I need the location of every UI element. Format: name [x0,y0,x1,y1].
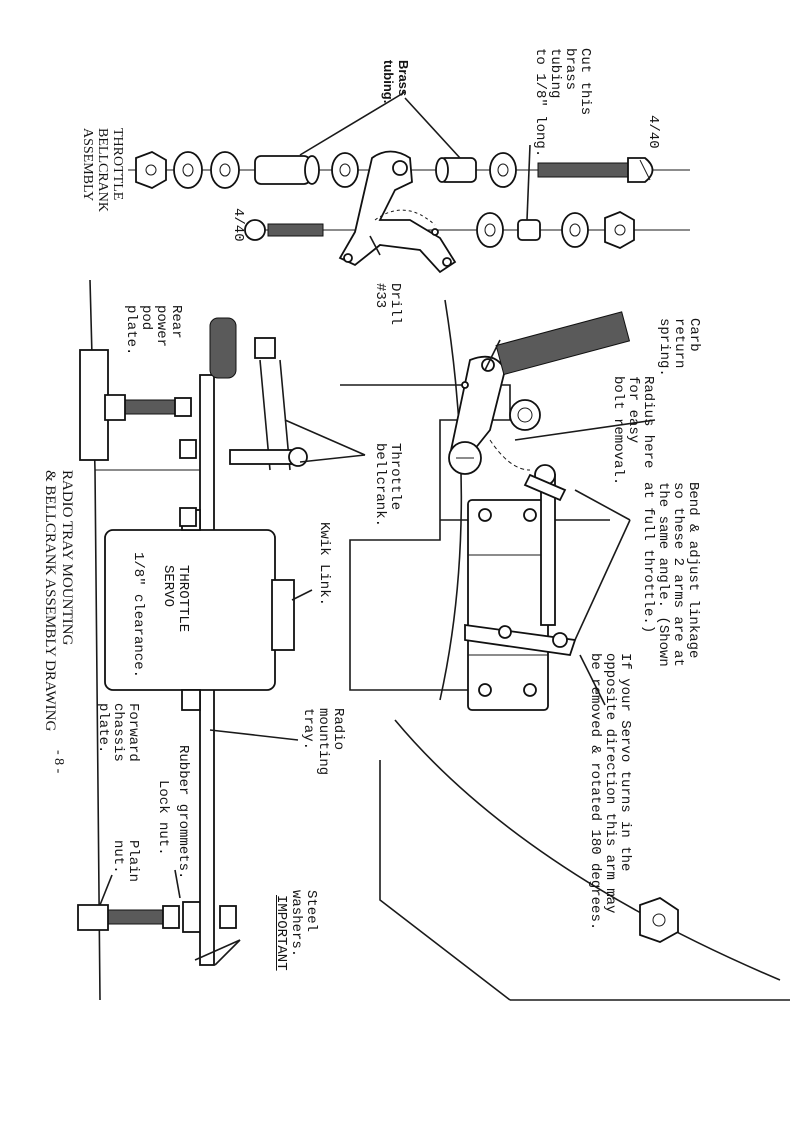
caption: RADIO TRAY MOUNTING & BELLCRANK ASSEMBLY… [42,470,75,732]
forward-plate-label: Forward chassis plate. [95,703,141,762]
bend-adjust-label: Bend & adjust linkage so these 2 arms ar… [640,482,701,667]
kwik-link-label: Kwik Link. [316,522,332,607]
exploded-assembly [128,91,690,274]
important-label: IMPORTANT [273,895,289,971]
rear-plate-label: Rear power pod plate. [123,305,184,356]
clearance-label: 1/8" clearance. [130,552,146,679]
cut-brass-label: Cut this brass tubing to 1/8" long. [532,48,593,158]
servo-note-label: If your Servo turns in the opposite dire… [587,653,633,931]
carb-spring-label: Carb return spring. [656,318,702,377]
radio-tray-drawing [77,279,366,1001]
linkage-drawing [340,299,790,1001]
steel-washers-label: Steel washers. [288,890,319,958]
rubber-grommets-label: Rubber grommets. [175,745,191,880]
page-number: - 8 - [51,750,66,774]
throttle-servo-label: THROTTLE SERVO [160,565,191,633]
brass-tubing-label: Brass tubing. [381,60,411,104]
size-left-label: 4/40 [230,208,246,242]
plain-nut-label: Plain nut. [110,840,141,883]
drill-label: Drill #33 [372,283,403,326]
size-top-label: 4/40 [645,115,661,149]
lock-nut-label: Lock nut. [155,780,171,856]
throttle-bellcrank-assembly-label: THROTTLE BELLCRANK ASSEMBLY [80,128,125,212]
radius-label: Radius here for easy bolt removal. [610,376,656,486]
throttle-bellcrank-label: Throttle bellcrank. [372,443,403,528]
radio-tray-label: Radio mounting tray. [300,708,346,776]
